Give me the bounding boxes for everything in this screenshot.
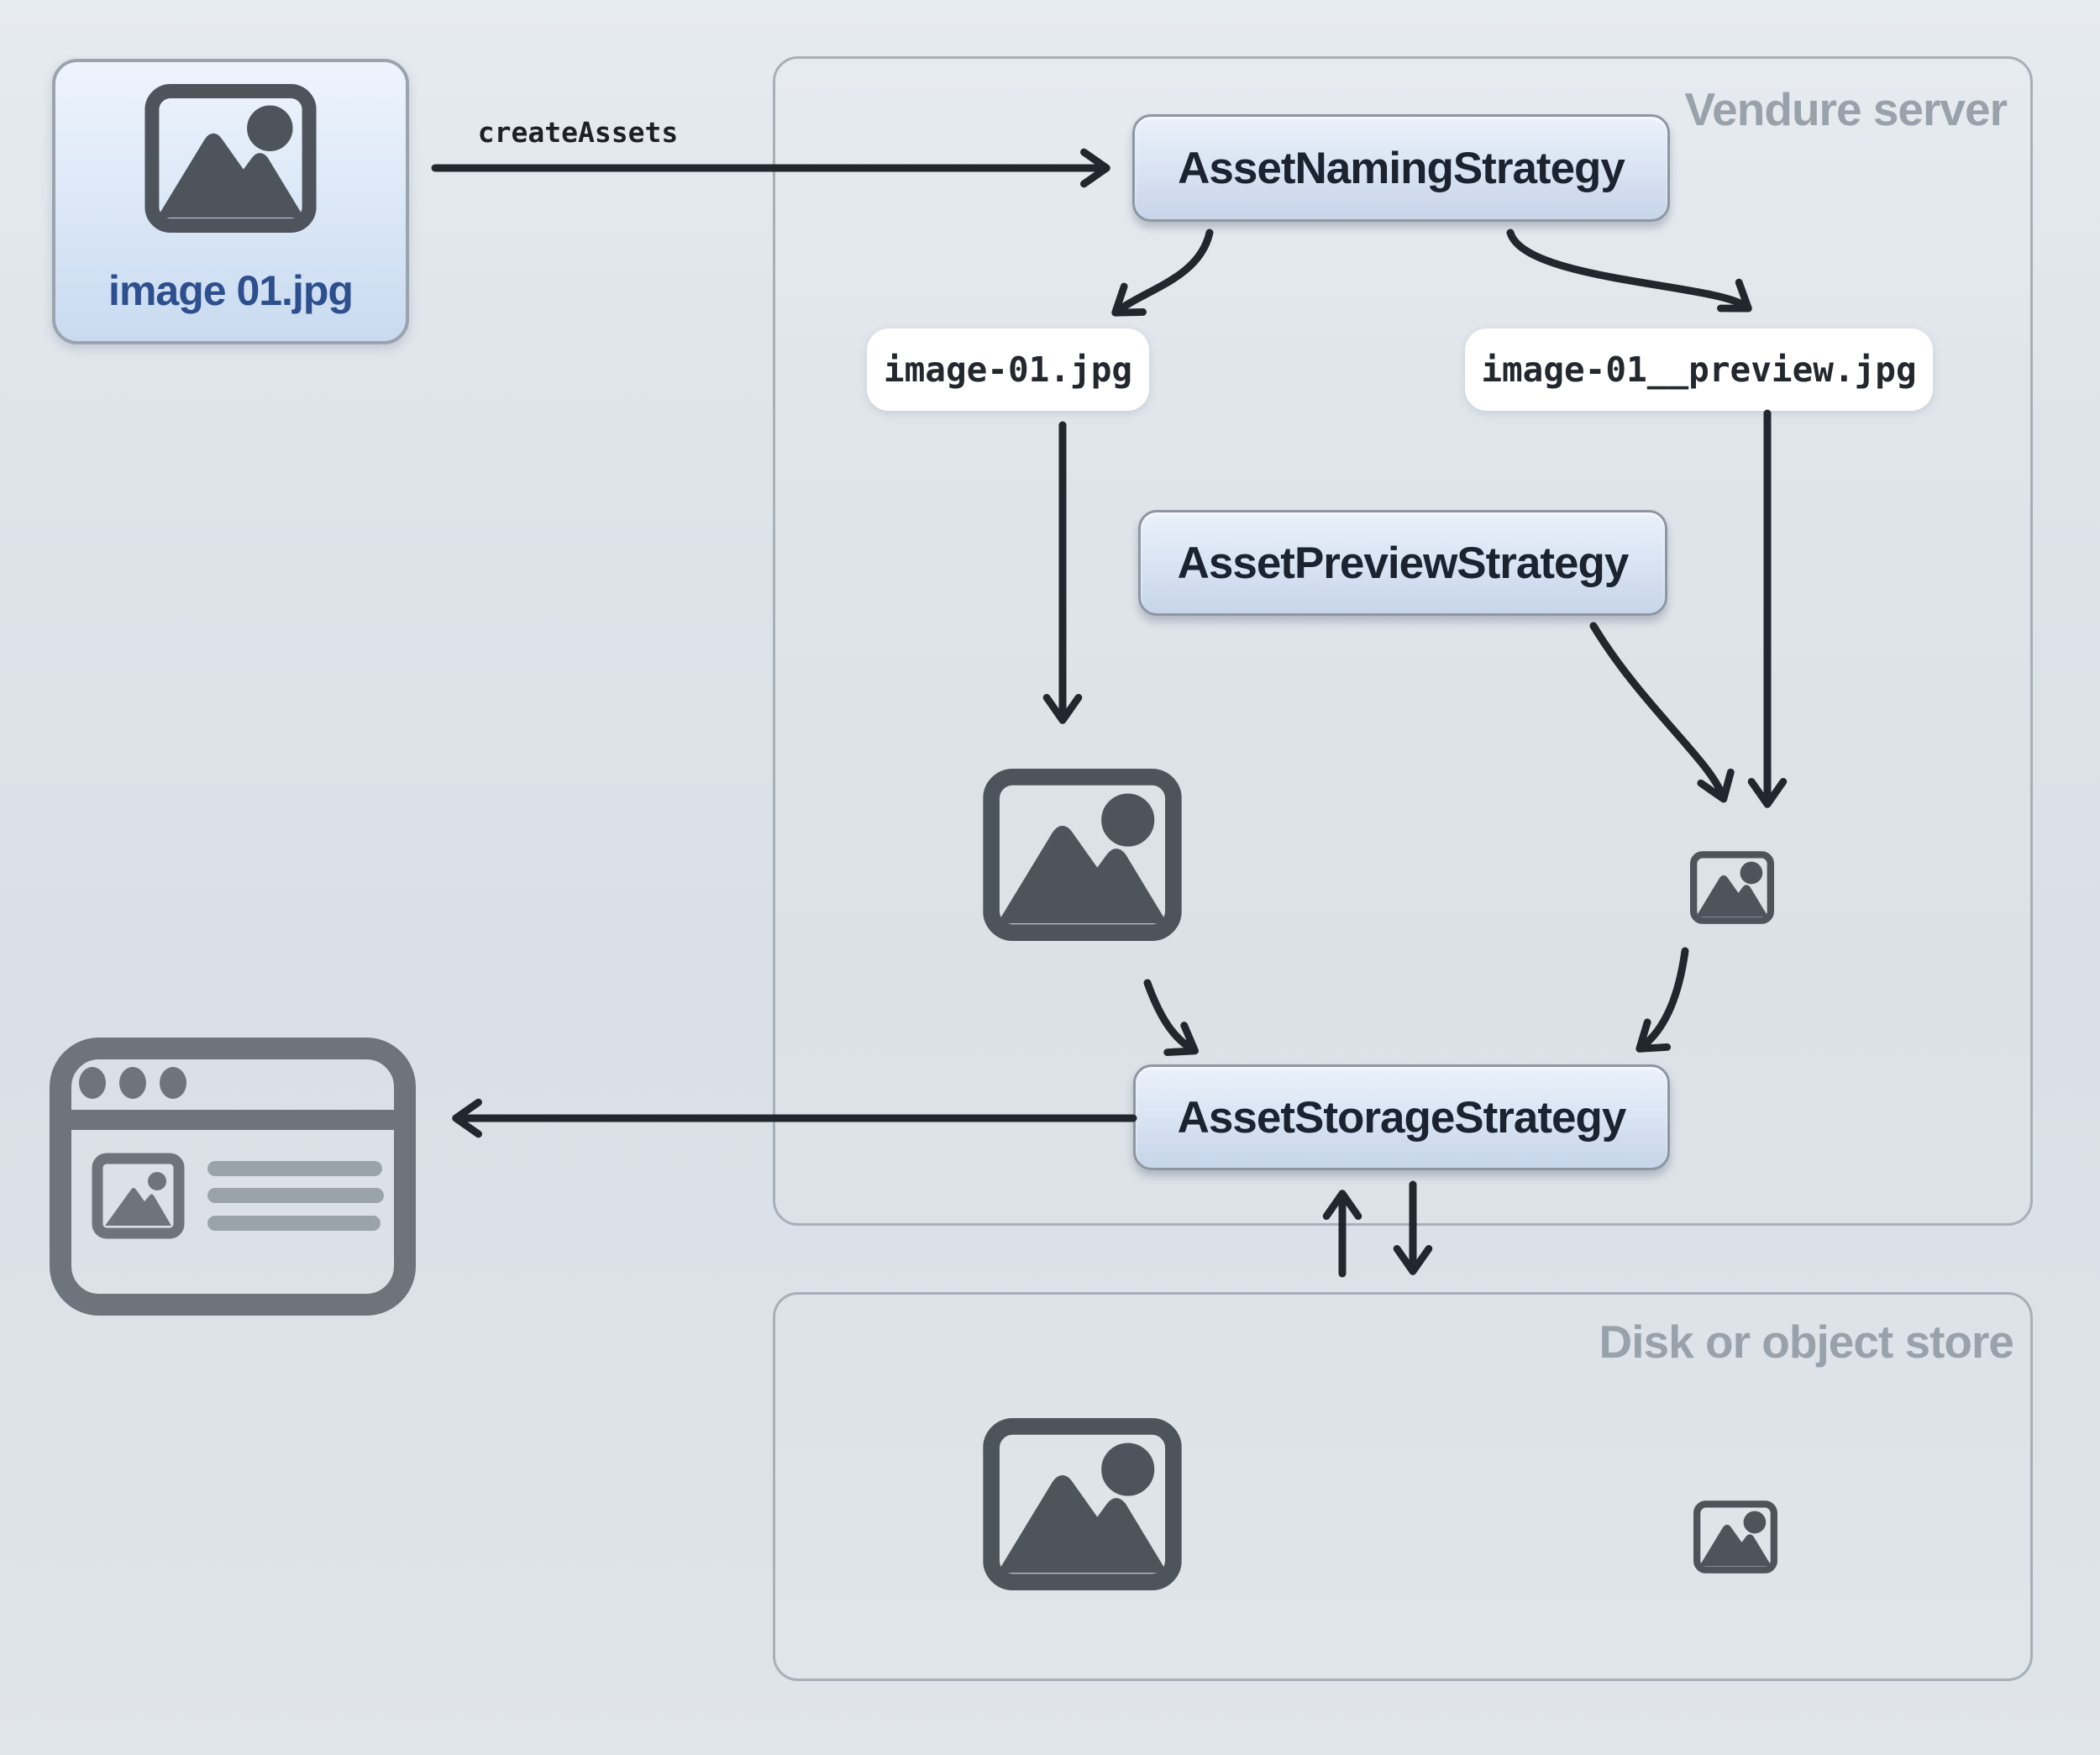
source-image-icon bbox=[983, 769, 1182, 941]
asset-storage-strategy-box: AssetStorageStrategy bbox=[1133, 1064, 1670, 1170]
disk-store-title: Disk or object store bbox=[1599, 1316, 2014, 1368]
preview-image-icon bbox=[1690, 851, 1774, 924]
source-filename-chip: image-01.jpg bbox=[867, 328, 1149, 411]
asset-naming-strategy-box: AssetNamingStrategy bbox=[1132, 114, 1670, 222]
vendure-server-title: Vendure server bbox=[1684, 83, 2008, 135]
stored-preview-image-icon bbox=[1693, 1500, 1777, 1574]
preview-filename-chip: image-01__preview.jpg bbox=[1465, 328, 1933, 411]
asset-preview-strategy-box: AssetPreviewStrategy bbox=[1138, 510, 1667, 616]
stored-source-image-icon bbox=[983, 1418, 1182, 1590]
source-image-filename: image 01.jpg bbox=[108, 267, 354, 314]
create-assets-label: createAssets bbox=[477, 116, 679, 149]
browser-window-icon bbox=[50, 1038, 416, 1316]
disk-store-container: Disk or object store bbox=[773, 1292, 2033, 1681]
source-image-card: image 01.jpg bbox=[52, 59, 409, 344]
vendure-server-container: Vendure server bbox=[773, 56, 2033, 1226]
image-icon bbox=[144, 84, 318, 233]
